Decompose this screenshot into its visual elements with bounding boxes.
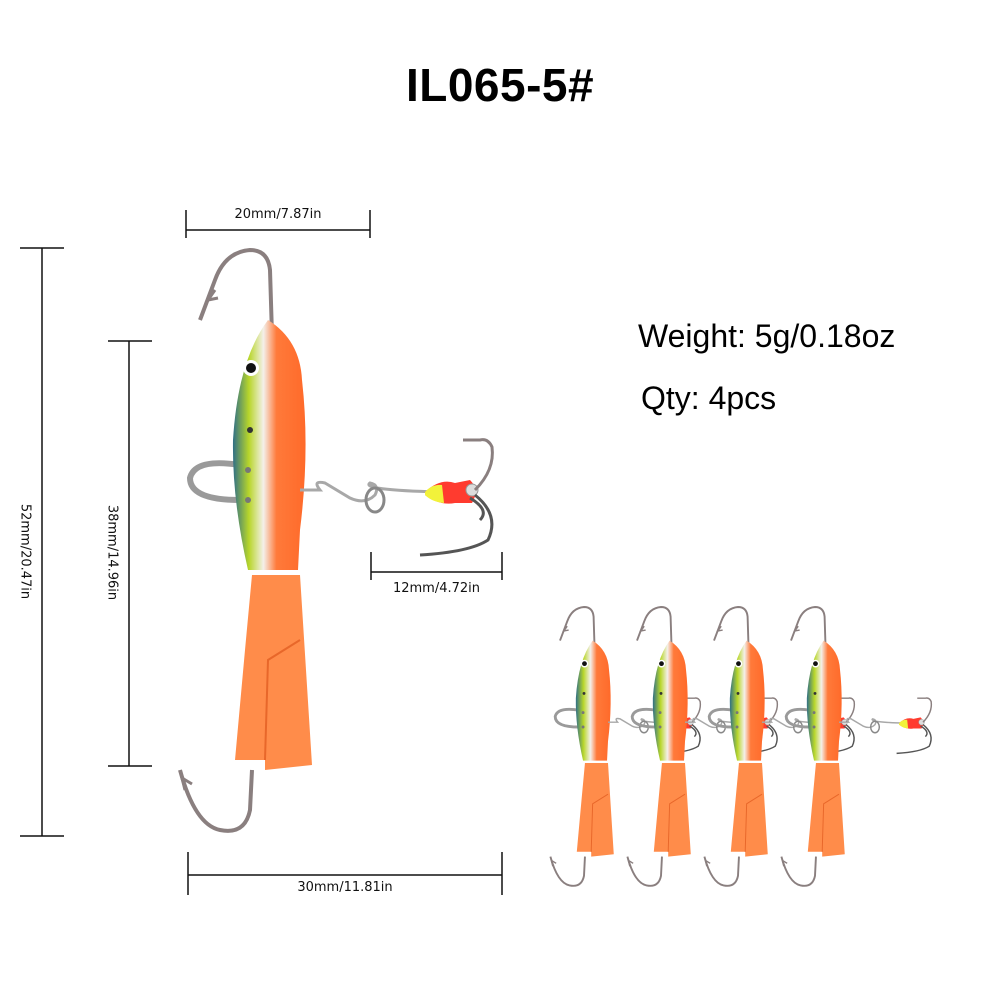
weight-label: Weight: 5g/0.18oz <box>638 318 896 354</box>
total-height-label: 52mm/20.47in <box>17 503 33 600</box>
treble-length-label: 12mm/4.72in <box>392 581 481 596</box>
main-lure-image <box>180 250 492 831</box>
lure-thumbnail-4 <box>779 605 933 888</box>
quantity-label: Qty: 4pcs <box>641 380 777 416</box>
dimension-lines <box>20 210 503 895</box>
body-width-label: 20mm/7.87in <box>234 207 322 222</box>
total-length-label: 30mm/11.81in <box>297 880 393 895</box>
product-title: IL065-5# <box>405 59 595 111</box>
body-height-label: 38mm/14.96in <box>104 504 120 601</box>
